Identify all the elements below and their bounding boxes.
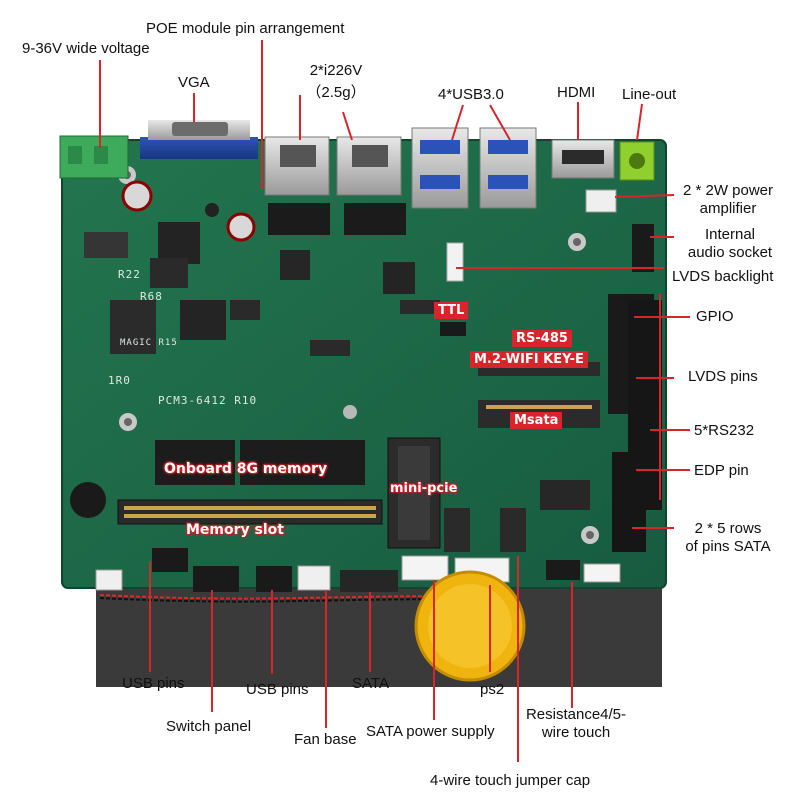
label-edp: EDP pin (694, 462, 749, 479)
vga-connector (140, 137, 258, 159)
label-vga: VGA (178, 74, 210, 91)
tag-rs485: RS-485 (512, 330, 572, 347)
silk-model: PCM3-6412 R10 (158, 394, 258, 407)
label-gpio: GPIO (696, 308, 734, 325)
tag-msata: Msata (510, 412, 563, 429)
label-lvds-pins: LVDS pins (688, 368, 758, 385)
label-ps2: ps2 (480, 681, 505, 698)
tag-memory-slot: Memory slot (186, 522, 284, 538)
label-jumper: 4-wire touch jumper cap (430, 772, 591, 789)
label-sata-power: SATA power supply (366, 723, 495, 740)
label-nic-1: 2*i226V (309, 62, 363, 79)
label-nic-2: （2.5g） (306, 84, 366, 101)
label-usb3: 4*USB3.0 (438, 86, 504, 103)
silk-r68: R68 (140, 290, 163, 303)
label-amp-2: amplifier (699, 200, 757, 217)
label-voltage: 9-36V wide voltage (22, 40, 150, 57)
label-lineout: Line-out (622, 86, 677, 103)
label-rs232: 5*RS232 (694, 422, 755, 439)
label-poe: POE module pin arrangement (146, 20, 345, 37)
silk-1r0: 1R0 (108, 374, 131, 387)
label-usb-pins-1: USB pins (122, 675, 185, 692)
label-lvds-backlight: LVDS backlight (672, 268, 774, 285)
label-fan-base: Fan base (294, 731, 357, 748)
label-hdmi: HDMI (557, 84, 596, 101)
sata-port (340, 570, 398, 592)
memory-slot (117, 499, 383, 525)
tag-memory: Onboard 8G memory (164, 461, 328, 477)
label-switch-panel: Switch panel (166, 718, 252, 735)
tag-ttl: TTL (434, 302, 469, 319)
label-audio-2: audio socket (687, 244, 773, 261)
label-amp-1: 2 * 2W power (682, 182, 774, 199)
label-audio-1: Internal (704, 226, 756, 243)
label-touch-1: Resistance4/5- (525, 706, 627, 723)
pointer-lines (99, 40, 690, 762)
silk-inductor: MAGIC R15 (120, 338, 178, 348)
label-sata-rows-2: of pins SATA (685, 538, 771, 555)
label-sata-rows-1: 2 * 5 rows (694, 520, 762, 537)
label-usb-pins-2: USB pins (246, 681, 309, 698)
tag-mini-pcie: mini-pcie (390, 481, 458, 496)
label-touch-2: wire touch (541, 724, 611, 741)
label-sata: SATA (352, 675, 389, 692)
tag-m2-wifi: M.2-WIFI KEY-E (470, 351, 588, 368)
silk-r22: R22 (118, 268, 141, 281)
heatsink-plate (96, 575, 662, 687)
